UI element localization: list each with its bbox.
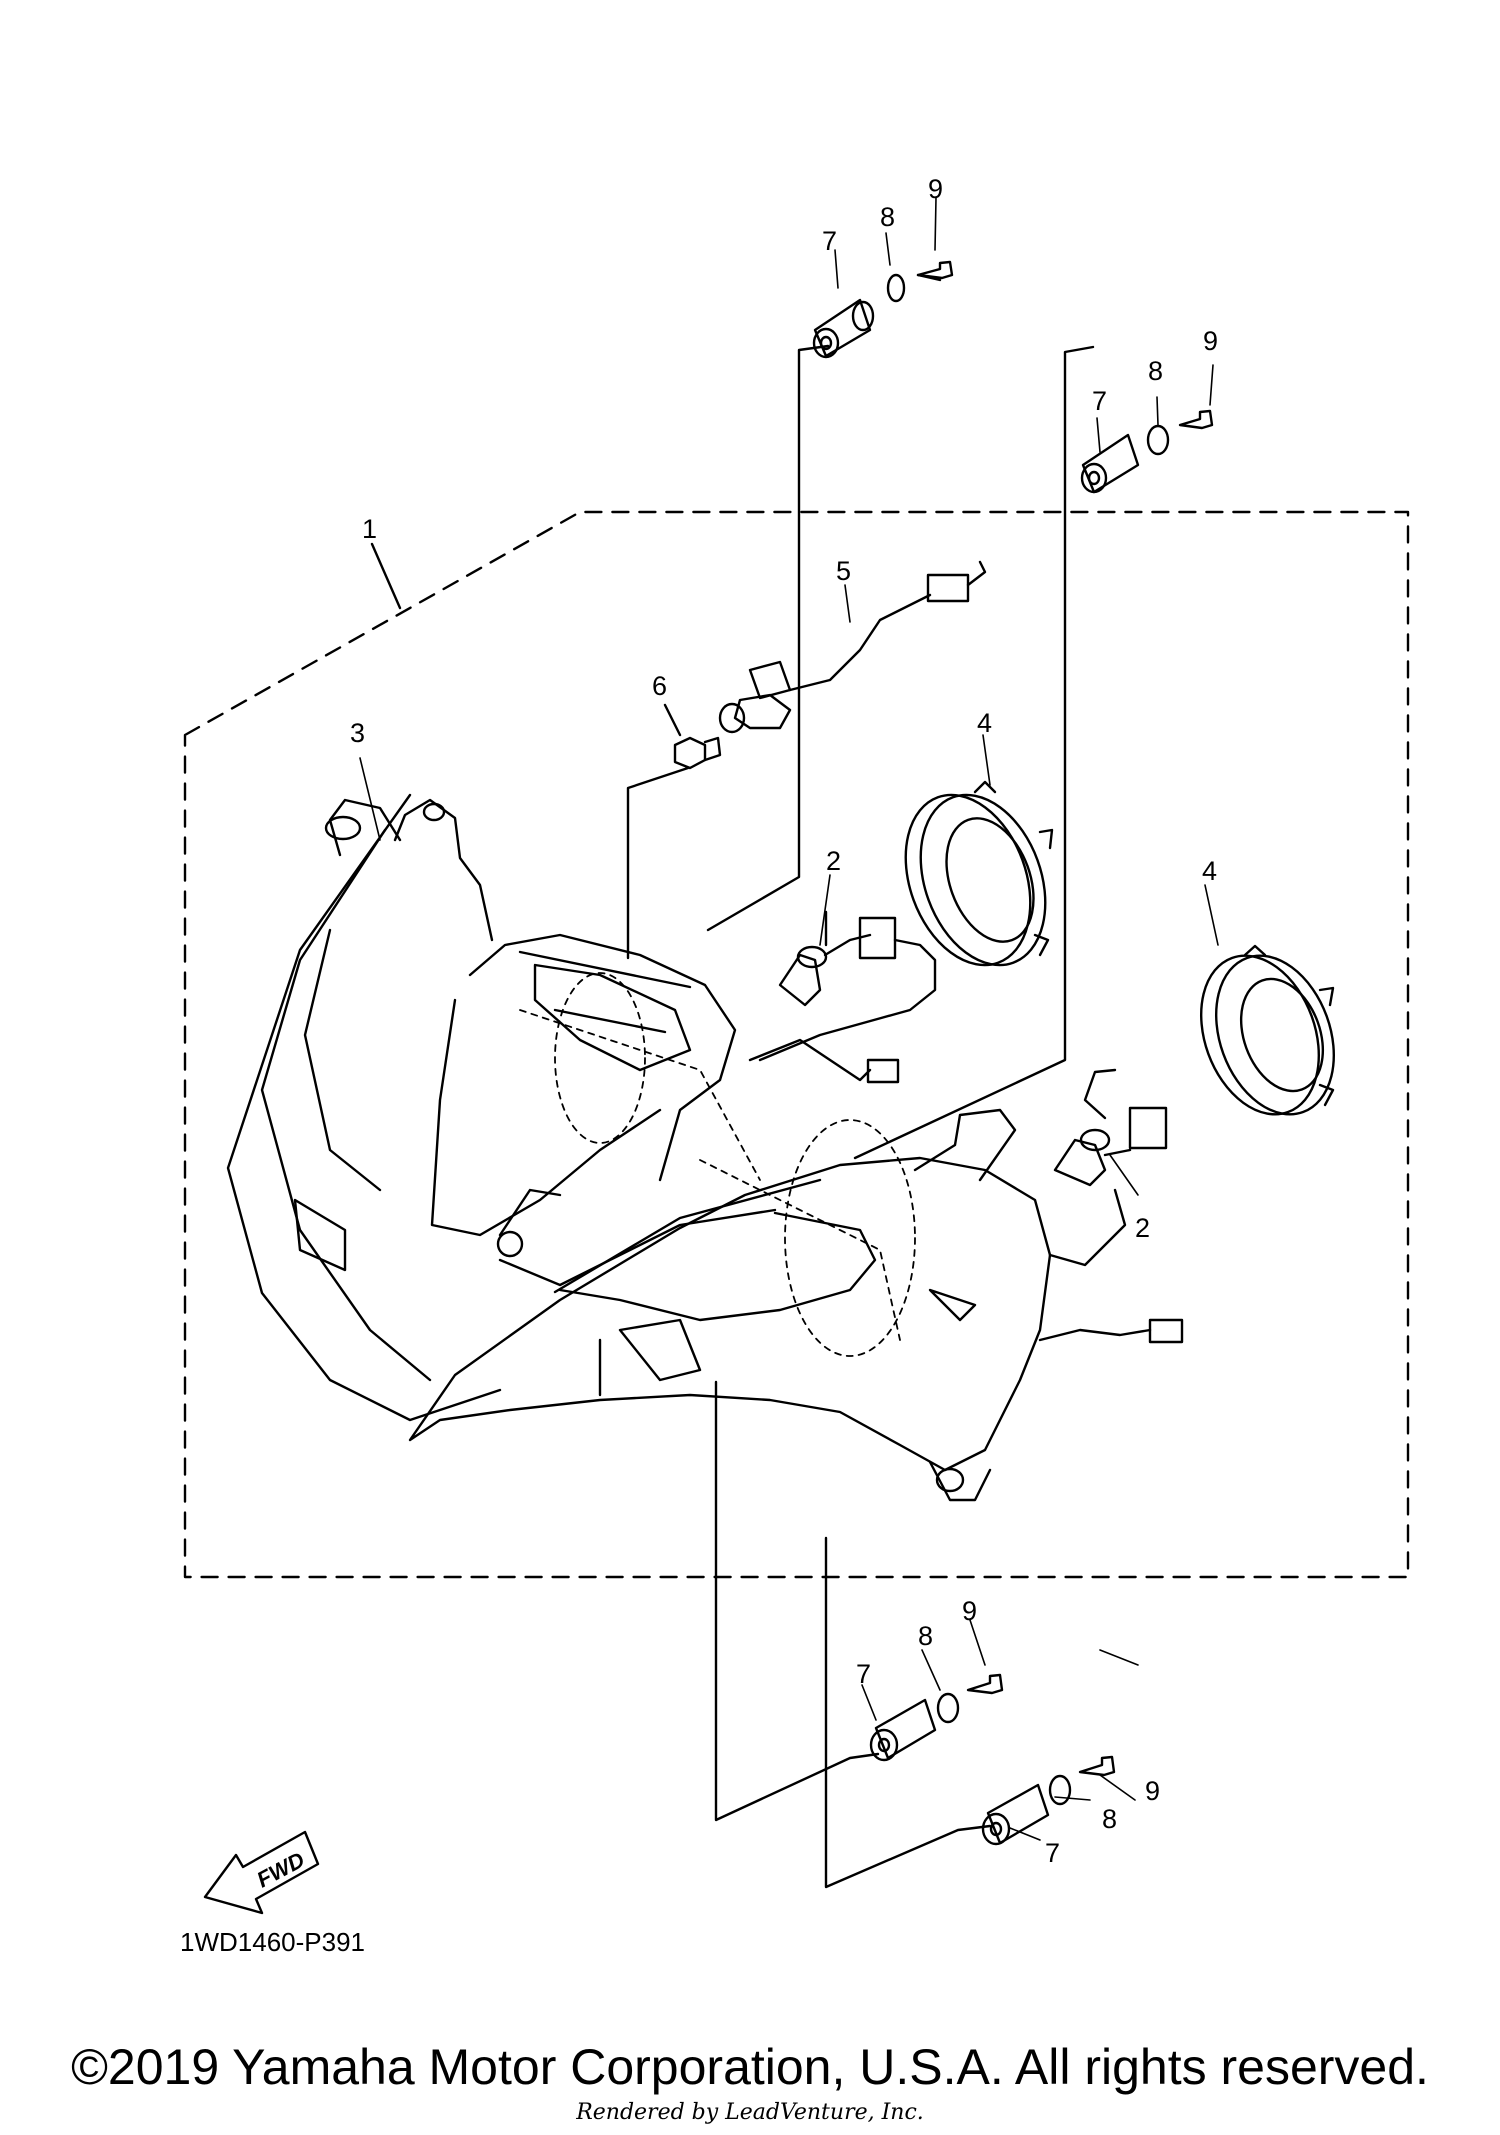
mount-line-lower-left <box>714 1380 880 1822</box>
callout-9: 9 <box>962 1596 977 1626</box>
callout-7: 7 <box>1045 1838 1060 1868</box>
wedge-bulb <box>673 736 722 770</box>
fastener-set-4 <box>981 1755 1116 1846</box>
mount-line-upper-left <box>706 344 830 932</box>
callout-5: 5 <box>836 556 851 586</box>
leader-6 <box>663 703 682 737</box>
bulb-upper <box>758 910 937 1062</box>
fwd-arrow-icon: FWD <box>203 1830 320 1915</box>
callout-9: 9 <box>1145 1776 1160 1806</box>
assembly-boundary <box>183 510 1410 1579</box>
callout-8: 8 <box>880 202 895 232</box>
headlight-assembly <box>226 793 1184 1502</box>
callout-8: 8 <box>1102 1804 1117 1834</box>
hidden-lines <box>519 972 916 1357</box>
socket-harness <box>718 560 987 734</box>
fastener-set-3 <box>869 1673 1004 1762</box>
copyright-notice: ©2019 Yamaha Motor Corporation, U.S.A. A… <box>71 2039 1429 2095</box>
fastener-set-2 <box>1080 409 1214 494</box>
callout-7: 7 <box>822 226 837 256</box>
retaining-ring-upper <box>904 780 1054 967</box>
bulb-lower <box>1048 1068 1168 1267</box>
callout-9: 9 <box>1203 326 1218 356</box>
callout-2: 2 <box>1135 1213 1150 1243</box>
callout-7: 7 <box>1092 386 1107 416</box>
callout-6: 6 <box>652 671 667 701</box>
callout-4: 4 <box>977 708 992 738</box>
callout-9: 9 <box>928 174 943 204</box>
fastener-set-1 <box>812 260 954 359</box>
callout-leaders <box>359 197 1219 1841</box>
drawing-code: 1WD1460-P391 <box>180 1927 365 1957</box>
callout-7: 7 <box>856 1659 871 1689</box>
callout-1: 1 <box>362 514 377 544</box>
mount-line-lower-right <box>824 1536 992 1889</box>
callout-4: 4 <box>1202 856 1217 886</box>
callout-2: 2 <box>826 846 841 876</box>
callout-labels: 7 8 9 7 8 9 1 5 6 3 4 2 4 2 9 8 7 9 8 7 <box>350 174 1218 1868</box>
rendered-by-credit: Rendered by LeadVenture, Inc. <box>576 2100 924 2125</box>
callout-3: 3 <box>350 718 365 748</box>
retaining-ring-lower <box>1199 944 1336 1116</box>
callout-8: 8 <box>1148 356 1163 386</box>
mount-line-bulb-6 <box>626 766 690 960</box>
leader-1 <box>370 542 402 610</box>
callout-8: 8 <box>918 1621 933 1651</box>
mount-line-upper-right <box>853 345 1095 1160</box>
